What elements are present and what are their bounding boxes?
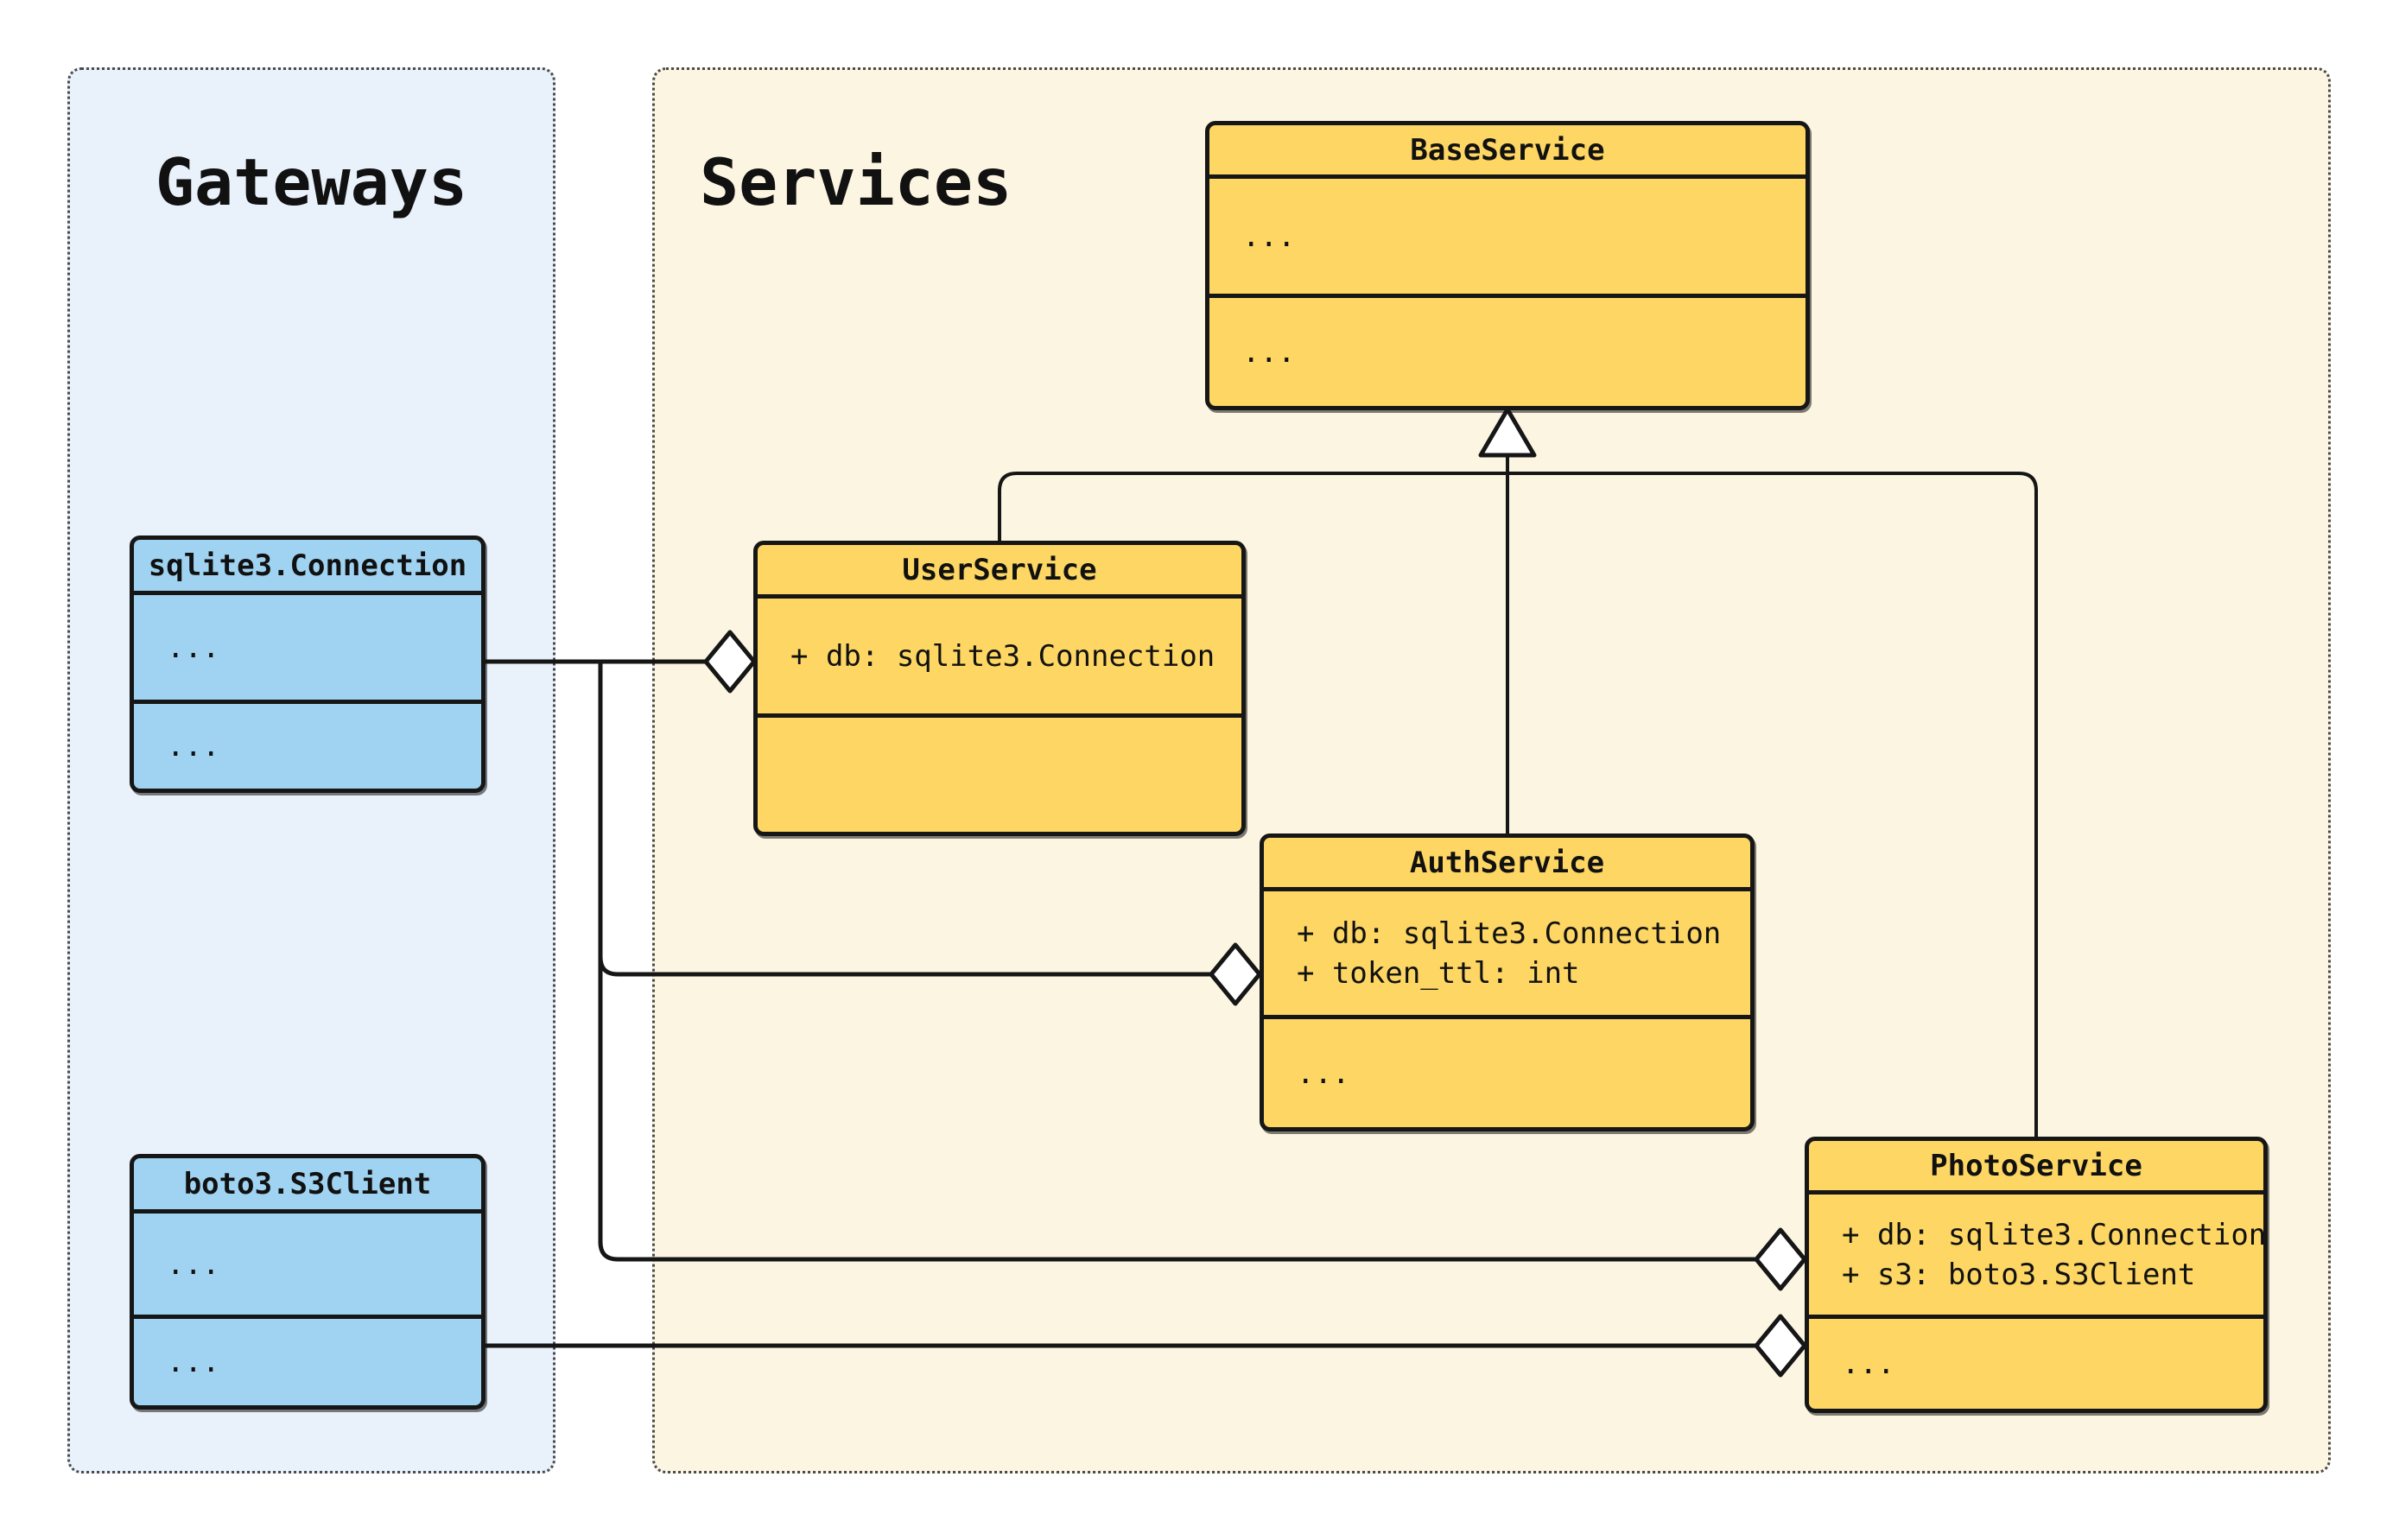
attribute-line: + db: sqlite3.Connection [1297, 916, 1722, 951]
method-line: ... [1297, 1055, 1350, 1091]
class-boto3-s3client-title: boto3.S3Client [134, 1158, 481, 1214]
class-baseservice: BaseService ... ... [1205, 121, 1810, 410]
attribute-line: + s3: boto3.S3Client [1842, 1257, 2196, 1292]
attribute-line: + token_ttl: int [1297, 955, 1580, 991]
class-sqlite3-connection: sqlite3.Connection ... ... [130, 536, 486, 793]
class-baseservice-methods: ... [1209, 298, 1806, 406]
class-authservice-title: AuthService [1264, 838, 1750, 891]
class-boto3-s3client-attributes: ... [134, 1214, 481, 1319]
class-authservice: AuthService + db: sqlite3.Connection + t… [1260, 833, 1755, 1131]
class-userservice-title: UserService [758, 545, 1241, 599]
attribute-line: + db: sqlite3.Connection [790, 638, 1215, 674]
attribute-line: ... [1242, 219, 1296, 254]
class-photoservice-attributes: + db: sqlite3.Connection + s3: boto3.S3C… [1809, 1195, 2263, 1319]
class-baseservice-title: BaseService [1209, 125, 1806, 179]
class-userservice: UserService + db: sqlite3.Connection [753, 541, 1246, 836]
attribute-line: ... [167, 630, 220, 665]
class-authservice-attributes: + db: sqlite3.Connection + token_ttl: in… [1264, 891, 1750, 1019]
method-line: ... [1842, 1347, 1895, 1381]
attribute-line: ... [167, 1246, 220, 1282]
class-authservice-methods: ... [1264, 1019, 1750, 1127]
class-baseservice-attributes: ... [1209, 179, 1806, 298]
class-sqlite3-connection-title: sqlite3.Connection [134, 540, 481, 595]
method-line: ... [167, 729, 220, 764]
class-sqlite3-connection-methods: ... [134, 704, 481, 789]
method-line: ... [167, 1345, 220, 1379]
region-services-title: Services [700, 144, 1012, 220]
region-gateways-title: Gateways [155, 144, 468, 220]
class-userservice-attributes: + db: sqlite3.Connection [758, 599, 1241, 718]
class-userservice-methods [758, 718, 1241, 832]
method-line: ... [1242, 334, 1296, 370]
class-photoservice: PhotoService + db: sqlite3.Connection + … [1805, 1137, 2268, 1413]
class-boto3-s3client-methods: ... [134, 1319, 481, 1405]
class-photoservice-methods: ... [1809, 1319, 2263, 1409]
attribute-line: + db: sqlite3.Connection [1842, 1217, 2267, 1252]
class-boto3-s3client: boto3.S3Client ... ... [130, 1154, 486, 1410]
class-sqlite3-connection-attributes: ... [134, 595, 481, 704]
class-photoservice-title: PhotoService [1809, 1141, 2263, 1195]
